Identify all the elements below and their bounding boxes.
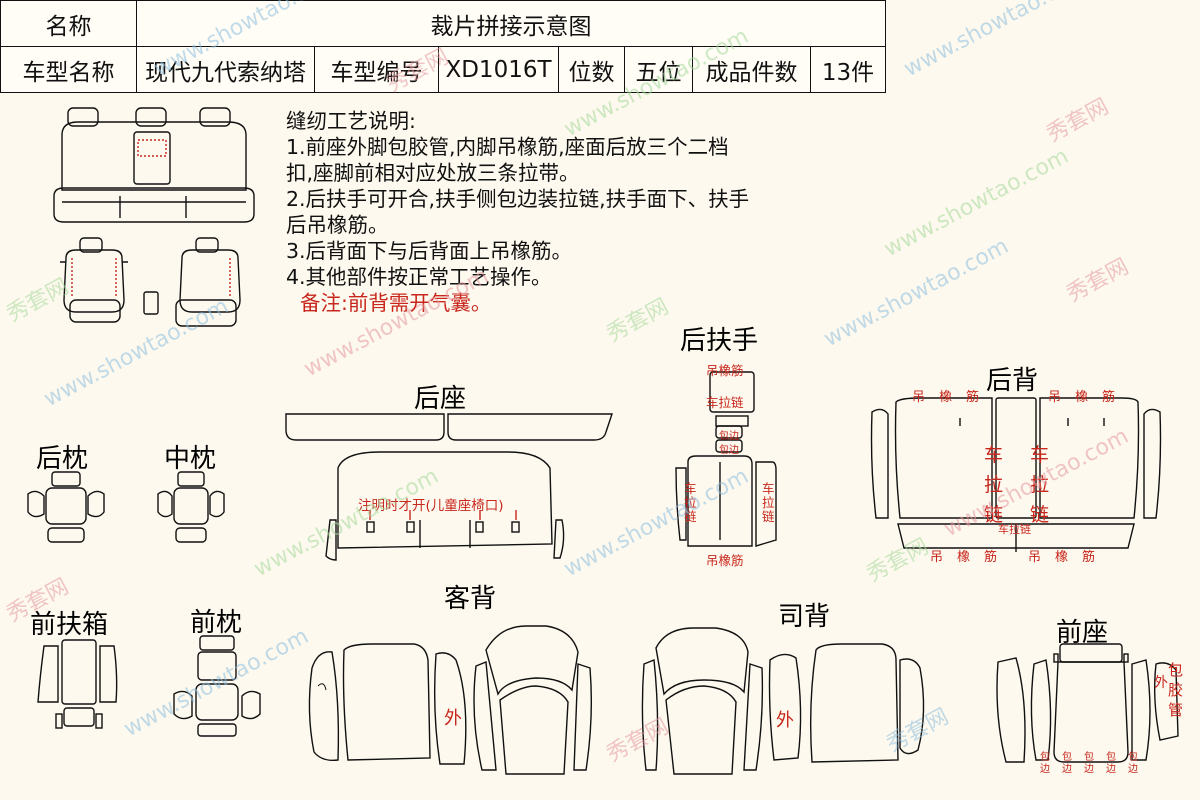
- front-headrest-pieces: [173, 635, 261, 737]
- sewing-notes: 缝纫工艺说明: 1.前座外脚包胶管,内脚吊橡筋,座面后放三个二档 扣,座脚前相对…: [286, 108, 886, 316]
- passenger-back-pieces: [308, 625, 593, 775]
- model-code-cell: XD1016T: [438, 46, 559, 93]
- notes-remark: 备注:前背需开气囊。: [300, 291, 492, 315]
- name-label-cell: 名称: [0, 0, 137, 47]
- rear-seat-pieces: [285, 413, 613, 561]
- front-armbox-pieces: [37, 639, 118, 729]
- seats-label-cell: 位数: [558, 46, 625, 93]
- mid-headrest-pieces: [157, 471, 225, 543]
- rear-headrest-pieces: [27, 471, 105, 543]
- header-table: 名称 裁片拼接示意图 车型名称 现代九代索纳塔 车型编号 XD1016T 位数 …: [0, 0, 886, 93]
- model-name-cell: 现代九代索纳塔: [136, 46, 315, 93]
- assembled-front-seats: [60, 237, 241, 327]
- notes-line: 3.后背面下与后背面上吊橡筋。: [286, 239, 573, 263]
- rear-back-pieces: [870, 397, 1162, 552]
- diagram-title: 裁片拼接示意图: [430, 13, 592, 40]
- model-code-label-cell: 车型编号: [314, 46, 439, 93]
- notes-line: 1.前座外脚包胶管,内脚吊橡筋,座面后放三个二档: [286, 135, 729, 159]
- pieces-label-cell: 成品件数: [692, 46, 811, 93]
- notes-heading: 缝纫工艺说明:: [286, 109, 416, 133]
- pieces-cell: 13件: [810, 46, 886, 93]
- notes-line: 4.其他部件按正常工艺操作。: [286, 265, 552, 289]
- notes-line: 2.后扶手可开合,扶手侧包边装拉链,扶手面下、扶手: [286, 187, 750, 211]
- assembled-rear-bench: [53, 107, 255, 223]
- notes-line: 扣,座脚前相对应处放三条拉带。: [286, 161, 580, 185]
- rear-armrest-pieces: [675, 371, 777, 547]
- seats-cell: 五位: [624, 46, 693, 93]
- model-name-label-cell: 车型名称: [0, 46, 137, 93]
- notes-line: 后吊橡筋。: [286, 213, 389, 237]
- front-seat-pieces: [996, 643, 1179, 763]
- driver-back-pieces: [641, 627, 925, 775]
